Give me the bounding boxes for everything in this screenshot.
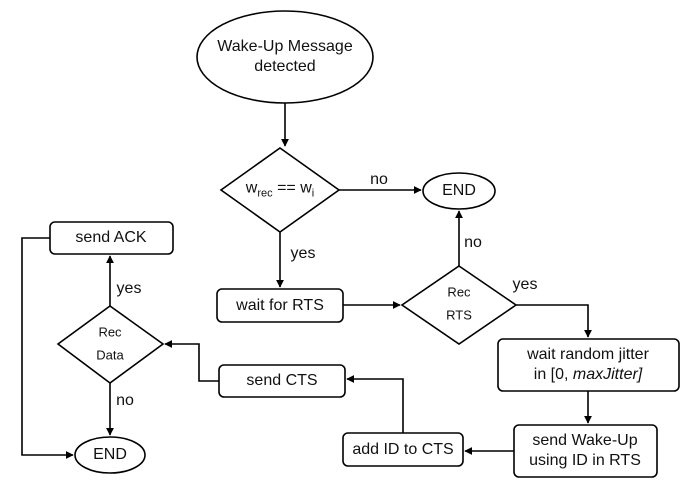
edge-rts-yes [516,304,592,338]
rec-rts-line1: Rec [447,284,471,300]
rts-yes-label: yes [512,276,538,293]
jitter-label: wait random jitter in [0, maxJitter] [527,345,649,385]
edge-sendcts-recdata [164,340,219,382]
rec-data-line2: Data [96,347,124,362]
end-top-node [422,172,496,210]
jitter-line2: in [0, maxJitter] [533,366,643,383]
add-id-label: add ID to CTS [352,441,454,458]
edge-ack-end [21,237,74,459]
data-yes-label: yes [116,280,142,297]
start-label: Wake-Up Message detected [217,37,352,77]
send-cts-label: send CTS [246,372,318,389]
end-top-label: END [442,182,476,199]
rts-no-label: no [464,234,482,251]
send-wakeup-line2: using ID in RTS [529,452,641,469]
compare-no-label: no [370,171,388,188]
rec-rts-decision [400,265,518,345]
jitter-line1: wait random jitter [527,346,649,363]
rec-rts-line2: RTS [446,307,472,322]
start-label-line1: Wake-Up Message [217,38,353,55]
edge-addid-sendcts [346,375,404,433]
compare-yes-label: yes [290,245,316,262]
compare-label: wrec == wi [245,179,315,200]
rec-data-line1: Rec [98,324,122,340]
rec-data-label: Rec Data [96,321,123,367]
send-wakeup-line1: send Wake-Up [532,432,638,449]
send-ack-label: send ACK [75,229,147,246]
end-bottom-node [74,436,146,474]
rec-rts-label: Rec RTS [446,281,472,327]
start-label-line2: detected [254,58,316,75]
data-no-label: no [116,392,134,409]
wait-rts-label: wait for RTS [236,297,324,314]
send-wakeup-label: send Wake-Up using ID in RTS [529,431,641,471]
end-bottom-label: END [93,446,127,463]
